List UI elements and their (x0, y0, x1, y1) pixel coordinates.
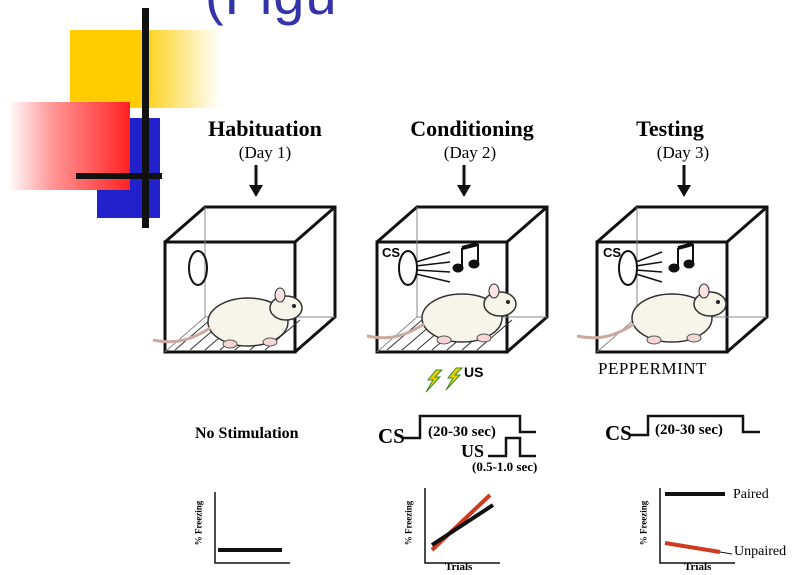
day-1: (Day 1) (238, 143, 292, 162)
sound-waves (415, 251, 451, 283)
rat-icon (365, 282, 518, 346)
speaker-icon (188, 250, 208, 286)
day-2: (Day 2) (443, 143, 497, 162)
cs-duration-conditioning: (20-30 sec) (428, 424, 496, 440)
cs-timeline-label-testing: CS (605, 421, 632, 445)
graph-conditioning (424, 488, 500, 564)
no-stimulation-label: No Stimulation (195, 425, 299, 442)
graph-habituation (214, 492, 290, 564)
unpaired-label: Unpaired (734, 544, 787, 559)
xlabel-conditioning: Trials (445, 561, 473, 573)
conditioning-timeline (402, 414, 536, 458)
us-timeline-label: US (461, 441, 485, 461)
paired-label: Paired (733, 487, 769, 502)
graph-testing (659, 488, 735, 564)
ylabel-testing: % Freezing (638, 500, 649, 546)
day-3: (Day 3) (656, 143, 710, 162)
us-label: US (464, 364, 484, 380)
rat-icon (575, 282, 728, 346)
testing-timeline (630, 414, 760, 437)
cs-timeline-label-conditioning: CS (378, 424, 405, 448)
rat-icon (151, 286, 304, 350)
music-note-icon (452, 242, 480, 273)
arrow-down-icon (675, 163, 693, 199)
speaker-icon (618, 250, 638, 286)
heading-testing: Testing (636, 116, 704, 141)
heading-conditioning: Conditioning (410, 116, 534, 141)
lightning-icon (425, 367, 464, 393)
ylabel-habituation: % Freezing (193, 500, 204, 546)
heading-habituation: Habituation (208, 116, 322, 141)
context-label: PEPPERMINT (598, 359, 707, 378)
ylabel-conditioning: % Freezing (403, 500, 414, 546)
us-duration: (0.5-1.0 sec) (472, 459, 538, 474)
deco-horizontal-line (76, 173, 162, 179)
slide-title-fragment: (Figu (205, 0, 338, 27)
cs-label-conditioning: CS (382, 245, 401, 260)
cage-habituation (163, 205, 337, 354)
arrow-down-icon (455, 163, 473, 199)
xlabel-testing: Trials (684, 561, 712, 573)
arrow-down-icon (247, 163, 265, 199)
deco-vertical-line (142, 8, 149, 228)
cs-label-testing: CS (603, 245, 622, 260)
speaker-icon (398, 250, 418, 286)
music-note-icon (668, 242, 695, 273)
cage-testing (595, 205, 769, 354)
cs-duration-testing: (20-30 sec) (655, 422, 723, 438)
sound-waves (635, 251, 663, 283)
